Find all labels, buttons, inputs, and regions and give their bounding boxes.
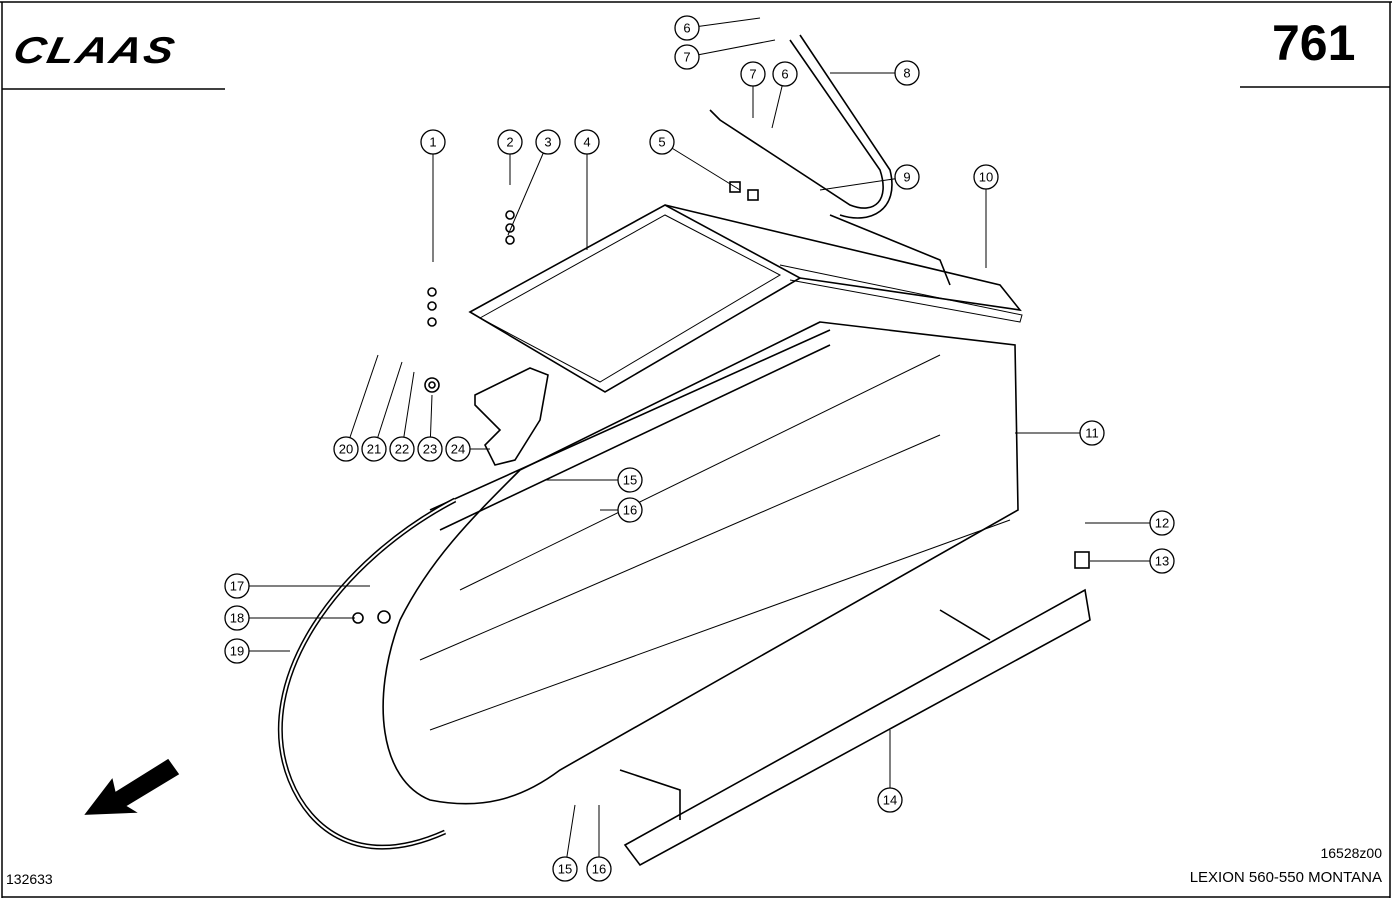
callout-16[interactable]: 16 [586,856,612,882]
callout-circle [535,129,561,155]
callout-circle [894,60,920,86]
callout-label: 6 [683,21,690,36]
callout-label: 17 [230,579,244,594]
callout-circle [649,129,675,155]
callout-circle [574,129,600,155]
callout-circle [445,436,471,462]
callout-label: 12 [1155,516,1169,531]
callout-circle [361,436,387,462]
callout-circle [417,436,443,462]
leader-line [345,354,379,450]
callout-12[interactable]: 12 [1149,510,1175,536]
callout-label: 7 [683,50,690,65]
callout-label: 21 [367,442,381,457]
callout-circle [497,129,523,155]
callout-label: 5 [658,135,665,150]
callout-24[interactable]: 24 [445,436,471,462]
callout-circle [617,467,643,493]
callout-label: 13 [1155,554,1169,569]
callout-20[interactable]: 20 [333,436,359,462]
callout-7[interactable]: 7 [740,61,766,87]
callout-6[interactable]: 6 [674,15,700,41]
callout-15[interactable]: 15 [617,467,643,493]
callout-circle [973,164,999,190]
callout-15[interactable]: 15 [552,856,578,882]
leader-line [686,39,776,58]
leader-line [507,141,549,236]
callout-circle [894,164,920,190]
callout-label: 20 [339,442,353,457]
callout-circle [333,436,359,462]
callout-label: 23 [423,442,437,457]
callout-circle [740,61,766,87]
callout-circle [224,573,250,599]
callout-8[interactable]: 8 [894,60,920,86]
callout-label: 10 [979,170,993,185]
page-number: 761 [1272,15,1356,71]
callout-18[interactable]: 18 [224,605,250,631]
callout-label: 8 [903,66,910,81]
part-drawings [84,34,1091,867]
callout-circle [674,15,700,41]
callout-label: 3 [544,135,551,150]
model-name: LEXION 560-550 MONTANA [1189,869,1382,886]
callout-circle [674,44,700,70]
callout-22[interactable]: 22 [389,436,415,462]
brand-logo: CLAAS [9,29,181,72]
callout-17[interactable]: 17 [224,573,250,599]
callout-5[interactable]: 5 [649,129,675,155]
callout-2[interactable]: 2 [497,129,523,155]
callout-circle [224,605,250,631]
callout-21[interactable]: 21 [361,436,387,462]
leader-line [819,176,908,191]
callout-13[interactable]: 13 [1149,548,1175,574]
leader-line [401,371,415,450]
callout-23[interactable]: 23 [417,436,443,462]
callout-9[interactable]: 9 [894,164,920,190]
callout-19[interactable]: 19 [224,638,250,664]
callout-label: 9 [903,170,910,185]
callout-circle [1149,510,1175,536]
callout-14[interactable]: 14 [877,787,903,813]
callout-label: 7 [749,67,756,82]
callout-circle [877,787,903,813]
callout-label: 6 [781,67,788,82]
callout-circle [772,61,798,87]
callout-7[interactable]: 7 [674,44,700,70]
callout-circle [552,856,578,882]
callout-circle [1079,420,1105,446]
callout-label: 14 [883,793,897,808]
callout-label: 15 [558,862,572,877]
drawing-reference: 16528z00 [1320,845,1382,861]
callout-label: 19 [230,644,244,659]
callout-11[interactable]: 11 [1079,420,1105,446]
callout-circle [586,856,612,882]
callout-circle [224,638,250,664]
drawing-id: 132633 [6,871,53,887]
callout-circle [420,129,446,155]
callout-6[interactable]: 6 [772,61,798,87]
callout-label: 16 [623,503,637,518]
callout-4[interactable]: 4 [574,129,600,155]
leader-line [661,141,741,191]
callout-circle [1149,548,1175,574]
callout-label: 11 [1085,426,1099,441]
callout-label: 4 [583,135,590,150]
callout-label: 1 [429,135,436,150]
callout-3[interactable]: 3 [535,129,561,155]
callout-label: 18 [230,611,244,626]
callout-label: 2 [506,135,513,150]
callout-label: 15 [623,473,637,488]
callout-label: 22 [395,442,409,457]
callout-label: 24 [451,442,465,457]
callout-label: 16 [592,862,606,877]
callout-circle [617,497,643,523]
leader-line [373,361,403,450]
callout-circle [389,436,415,462]
callout-16[interactable]: 16 [617,497,643,523]
callout-10[interactable]: 10 [973,164,999,190]
callout-1[interactable]: 1 [420,129,446,155]
